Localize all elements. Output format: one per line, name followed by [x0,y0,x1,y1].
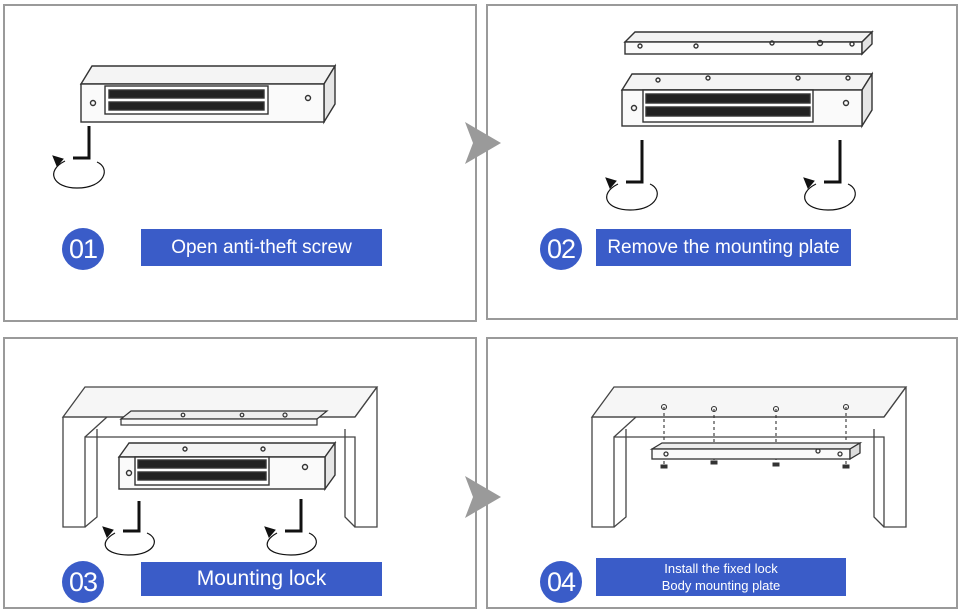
step-panel-2: 02 Remove the mounting plate [486,4,958,320]
step-caption-4: Install the fixed lock Body mounting pla… [596,558,846,596]
magnetic-lock-icon [52,63,337,189]
door-frame-icon [61,386,379,528]
step-number-3: 03 [62,561,104,603]
step-caption-2: Remove the mounting plate [596,229,851,266]
magnetic-lock-icon [117,440,337,492]
mounting-plate-icon [649,441,863,461]
step-panel-1: 01 Open anti-theft screw [3,4,477,322]
step-number-2: 02 [540,228,582,270]
allen-key-rotate-icon [102,499,317,556]
allen-key-rotate-icon [605,140,856,211]
step-caption-3: Mounting lock [141,562,382,596]
step-panel-4: 04 Install the fixed lock Body mounting … [486,337,958,609]
magnetic-lock-icon [620,71,874,129]
step-arrow-icon [465,122,501,164]
step-number-4: 04 [540,561,582,603]
step-panel-3: 03 Mounting lock [3,337,477,609]
door-frame-icon [590,386,908,528]
step-arrow-icon [465,476,501,518]
step-caption-1: Open anti-theft screw [141,229,382,266]
allen-key-rotate-icon [52,126,105,189]
step-caption-4-line-2: Body mounting plate [661,578,781,593]
mounting-plate-icon [623,30,874,56]
step-number-1: 01 [62,228,104,270]
step-caption-4-line-1: Install the fixed lock [664,561,778,576]
mounting-plate-icon [119,410,329,426]
